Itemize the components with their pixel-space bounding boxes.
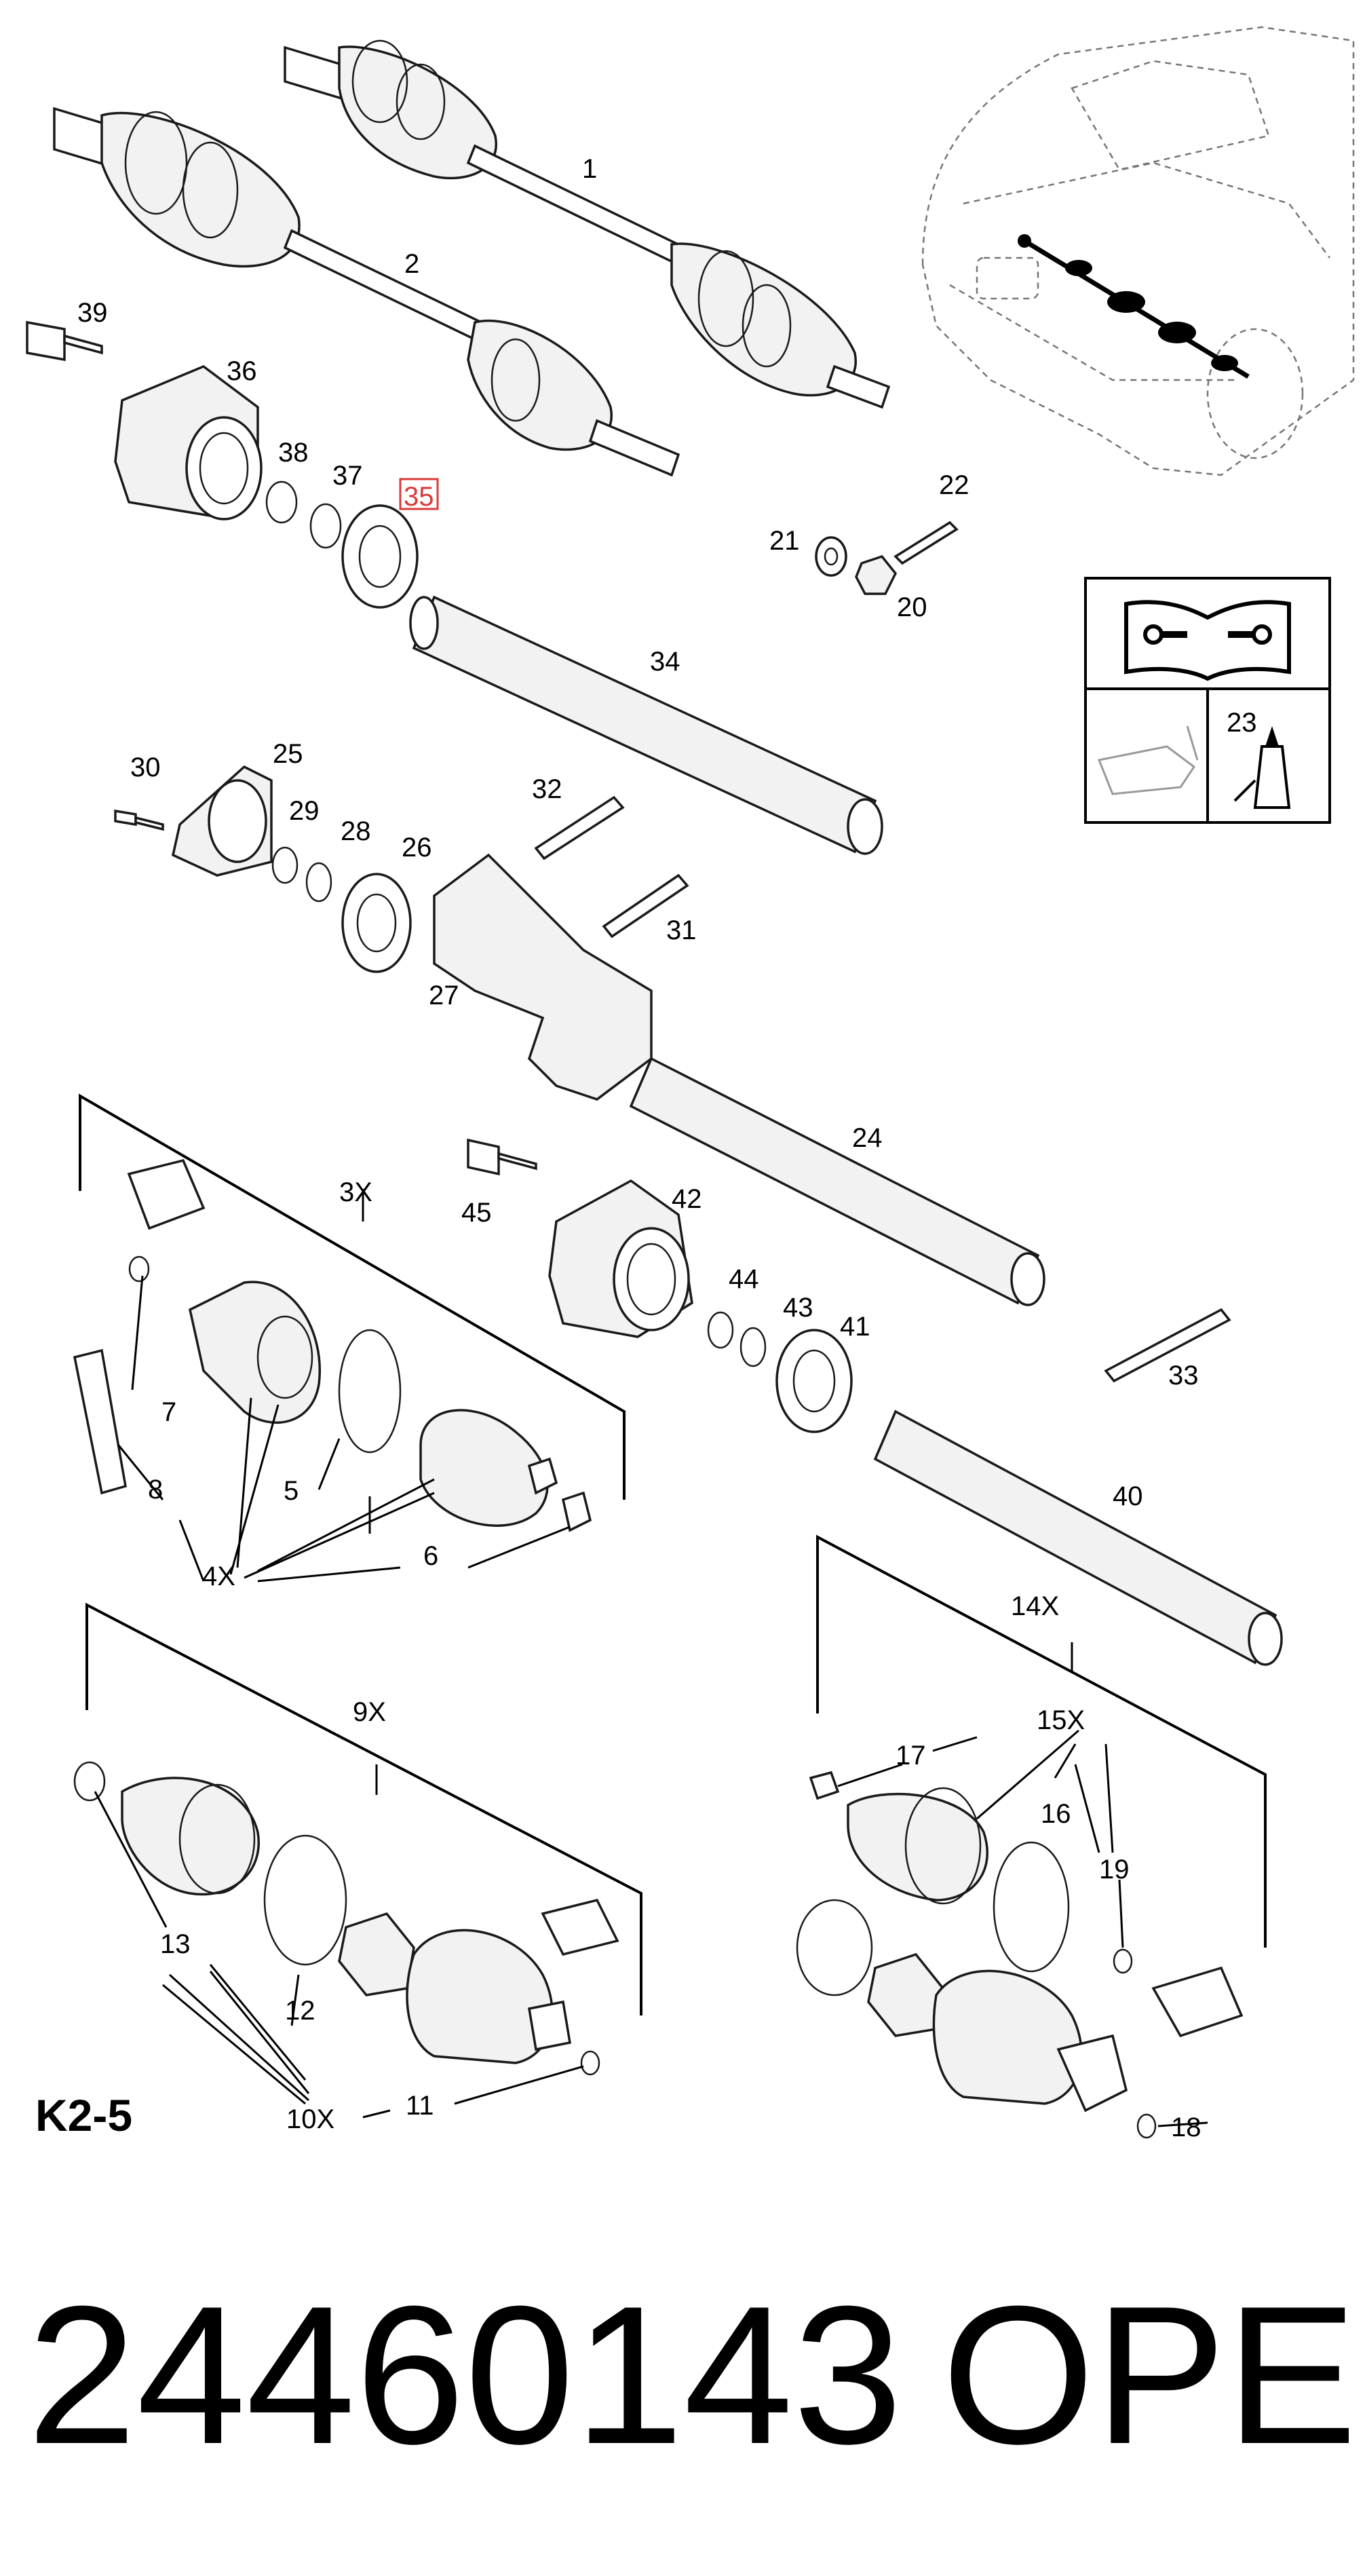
leader-lines <box>94 1189 1208 2127</box>
lower-bearing-group <box>467 1138 1283 1666</box>
callout-34: 34 <box>650 647 680 677</box>
upper-bearing-group <box>26 320 419 609</box>
vehicle-locator-illustration <box>921 26 1355 476</box>
callout-labels: 1 2 39 36 38 37 35 22 21 20 34 23 30 25 … <box>77 154 1257 2142</box>
callout-25: 25 <box>273 739 303 769</box>
callout-33: 33 <box>1168 1361 1199 1390</box>
callout-27: 27 <box>429 981 459 1010</box>
callout-2: 2 <box>404 249 419 279</box>
part-number: 24460143 <box>27 2265 902 2485</box>
brand-name: OPEL <box>942 2265 1365 2485</box>
callout-29: 29 <box>289 796 320 826</box>
callout-4x: 4X <box>202 1561 235 1591</box>
callout-19: 19 <box>1099 1855 1130 1884</box>
callout-44: 44 <box>729 1264 759 1294</box>
callout-14x: 14X <box>1011 1591 1059 1621</box>
callout-42: 42 <box>672 1184 702 1214</box>
callout-26: 26 <box>402 833 432 863</box>
hub-nut-group <box>815 520 959 595</box>
service-info-box <box>1084 577 1331 824</box>
drive-shaft-2 <box>53 107 680 477</box>
callout-37: 37 <box>332 461 363 491</box>
callout-21: 21 <box>769 526 800 556</box>
intermediate-bearing-group <box>114 765 689 1101</box>
callout-15x: 15X <box>1037 1705 1085 1735</box>
kit-3x <box>73 1093 626 1532</box>
callout-24: 24 <box>852 1123 883 1153</box>
callout-13: 13 <box>160 1929 191 1959</box>
callout-7: 7 <box>161 1397 176 1427</box>
kit-9x <box>73 1602 642 2076</box>
callout-23: 23 <box>1227 708 1257 738</box>
callout-22: 22 <box>939 470 969 500</box>
callout-16: 16 <box>1041 1799 1071 1829</box>
grease-tray-icon <box>1097 725 1199 795</box>
callout-6: 6 <box>423 1541 438 1571</box>
callout-38: 38 <box>278 438 309 468</box>
callout-11: 11 <box>406 2091 434 2121</box>
callout-28: 28 <box>341 816 371 846</box>
callout-40: 40 <box>1113 1481 1143 1511</box>
callout-45: 45 <box>461 1198 492 1228</box>
repair-manual-icon <box>1124 600 1291 681</box>
shaft-34 <box>409 595 883 855</box>
shaft-24 <box>629 1057 1045 1306</box>
callout-9x: 9X <box>353 1697 386 1727</box>
callout-35: 35 <box>404 482 434 512</box>
callout-36: 36 <box>227 356 257 386</box>
grease-tube-icon <box>1233 726 1291 809</box>
callout-32: 32 <box>532 774 562 804</box>
section-code: K2-5 <box>35 2090 132 2140</box>
callout-12: 12 <box>285 1996 315 2026</box>
callout-35-highlight <box>399 478 439 510</box>
callout-3x: 3X <box>339 1177 372 1207</box>
callout-1: 1 <box>582 154 597 184</box>
callout-5: 5 <box>284 1476 299 1506</box>
callout-20: 20 <box>897 592 927 622</box>
callout-18: 18 <box>1171 2113 1201 2142</box>
drive-shaft-1 <box>284 39 891 409</box>
kit-14x <box>796 1534 1267 2139</box>
callout-10x: 10X <box>286 2104 334 2134</box>
callout-39: 39 <box>77 298 108 328</box>
callout-17: 17 <box>896 1741 926 1770</box>
callout-41: 41 <box>840 1312 870 1342</box>
callout-31: 31 <box>666 915 697 945</box>
callout-43: 43 <box>783 1293 813 1323</box>
callout-30: 30 <box>130 753 161 782</box>
callout-8: 8 <box>148 1475 163 1504</box>
